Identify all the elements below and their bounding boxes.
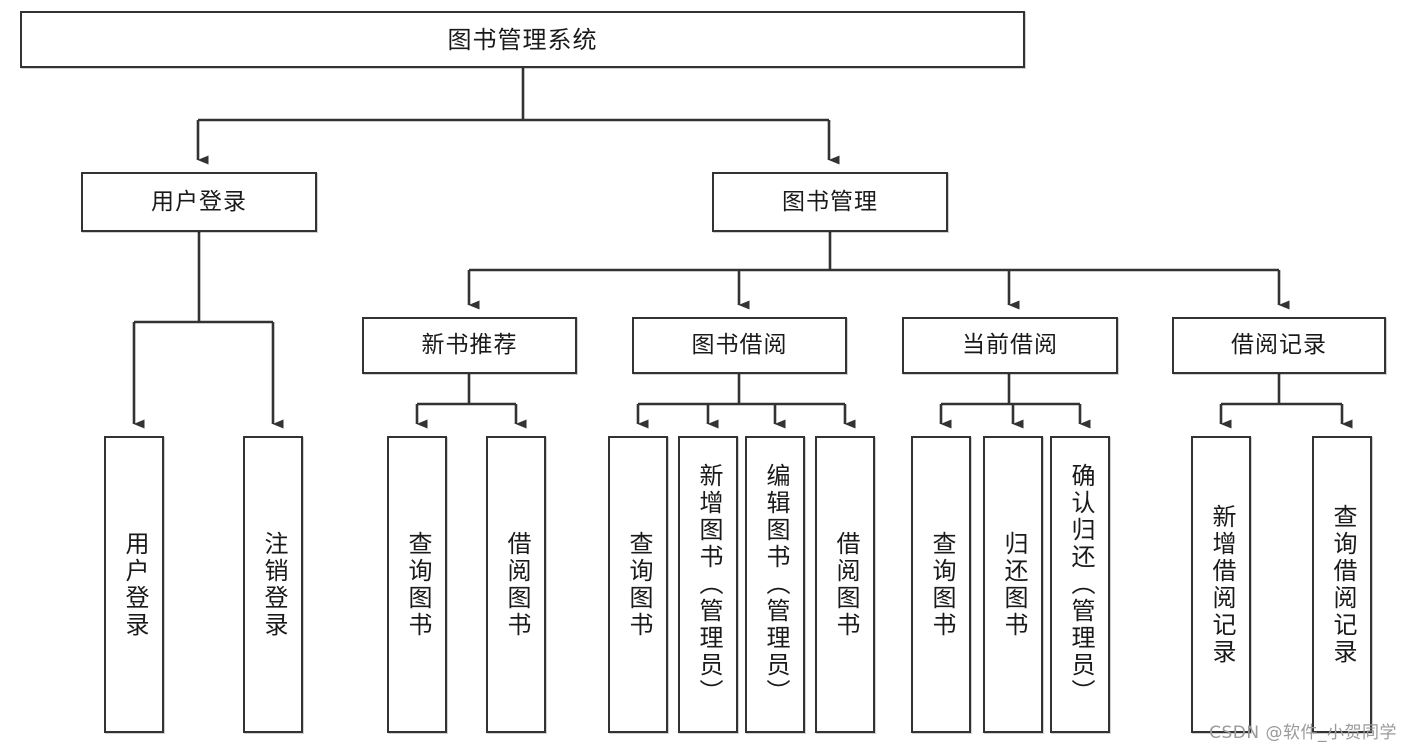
node-book-manage[interactable]: 图书管理 (712, 172, 948, 232)
node-leaf-return-book[interactable]: 归还图书 (983, 436, 1043, 733)
node-leaf-query-book-cur[interactable]: 查询图书 (911, 436, 971, 733)
node-leaf-borrow-book-label: 借阅图书 (831, 530, 860, 639)
node-user-login[interactable]: 用户登录 (81, 172, 317, 232)
node-leaf-query-book-label: 查询图书 (624, 530, 653, 639)
node-leaf-confirm-return[interactable]: 确认归还（管理员） (1050, 436, 1110, 733)
node-book-borrow-label: 图书借阅 (691, 332, 788, 358)
node-leaf-add-record[interactable]: 新增借阅记录 (1191, 436, 1251, 733)
node-borrow-record-label: 借阅记录 (1231, 332, 1327, 358)
node-current-borrow-label: 当前借阅 (962, 332, 1058, 358)
csdn-watermark: CSDN @软件_小贺同学 (1209, 723, 1397, 743)
node-leaf-query-book-cur-label: 查询图书 (927, 530, 956, 639)
node-book-borrow[interactable]: 图书借阅 (632, 317, 847, 374)
node-leaf-user-login-label: 用户登录 (120, 530, 149, 639)
node-leaf-user-login[interactable]: 用户登录 (104, 436, 164, 733)
node-leaf-add-book-label: 新增图书（管理员） (694, 463, 723, 706)
node-leaf-query-book-rec[interactable]: 查询图书 (387, 436, 447, 733)
node-leaf-query-book[interactable]: 查询图书 (608, 436, 668, 733)
node-leaf-return-book-label: 归还图书 (999, 530, 1028, 639)
node-leaf-edit-book-label: 编辑图书（管理员） (761, 463, 790, 706)
node-leaf-edit-book[interactable]: 编辑图书（管理员） (745, 436, 805, 733)
node-leaf-borrow-book[interactable]: 借阅图书 (815, 436, 875, 733)
node-root[interactable]: 图书管理系统 (20, 11, 1025, 68)
node-user-login-label: 用户登录 (151, 188, 247, 215)
node-borrow-record[interactable]: 借阅记录 (1172, 317, 1386, 374)
node-leaf-query-book-rec-label: 查询图书 (403, 530, 432, 639)
node-current-borrow[interactable]: 当前借阅 (902, 317, 1118, 374)
node-leaf-user-logout-label: 注销登录 (259, 530, 288, 639)
node-leaf-confirm-return-label: 确认归还（管理员） (1066, 463, 1095, 706)
node-leaf-query-record[interactable]: 查询借阅记录 (1312, 436, 1372, 733)
node-leaf-user-logout[interactable]: 注销登录 (243, 436, 303, 733)
node-book-manage-label: 图书管理 (782, 188, 878, 215)
node-leaf-borrow-book-rec[interactable]: 借阅图书 (486, 436, 546, 733)
node-new-book-rec-label: 新书推荐 (421, 332, 518, 358)
node-leaf-add-record-label: 新增借阅记录 (1207, 503, 1236, 666)
node-root-label: 图书管理系统 (447, 25, 598, 54)
node-leaf-borrow-book-rec-label: 借阅图书 (502, 530, 531, 639)
node-leaf-add-book[interactable]: 新增图书（管理员） (678, 436, 738, 733)
node-new-book-rec[interactable]: 新书推荐 (362, 317, 577, 374)
node-leaf-query-record-label: 查询借阅记录 (1328, 503, 1357, 666)
